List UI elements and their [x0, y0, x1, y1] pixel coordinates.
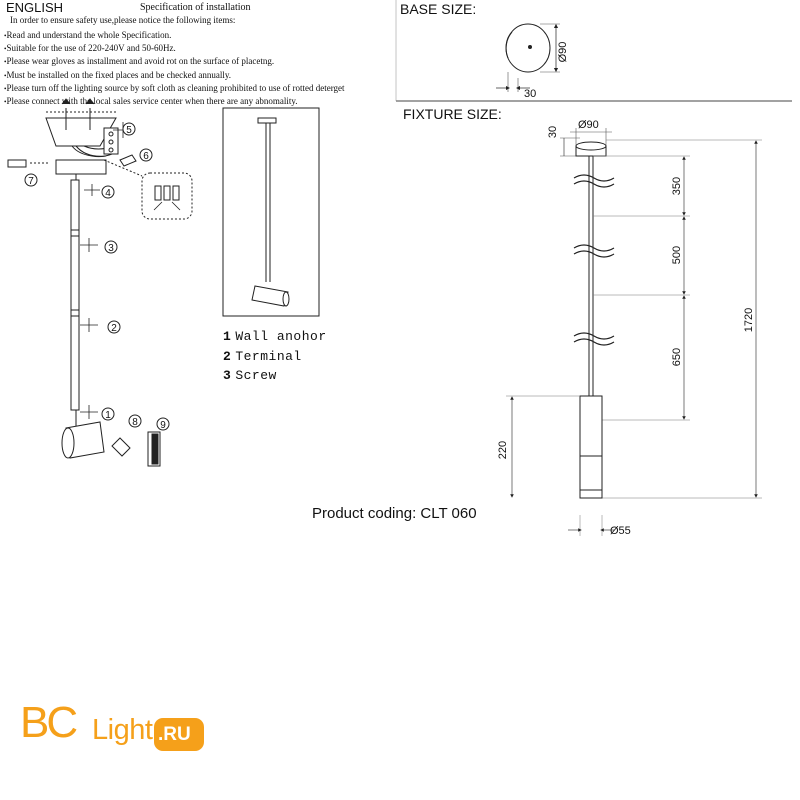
legend-number: 1 — [223, 329, 232, 344]
safety-notice: In order to ensure safety use,please not… — [10, 15, 236, 25]
instruction-item: Read and understand the whole Specificat… — [4, 29, 345, 42]
logo-light-text: Light — [92, 714, 153, 746]
language-label: ENGLISH — [6, 0, 64, 15]
spec-title: Specification of installation — [140, 2, 251, 13]
instruction-item: Suitable for the use of 220-240V and 50-… — [4, 42, 345, 55]
base-size-title: BASE SIZE: — [400, 1, 477, 17]
logo-ru-badge: .RU — [154, 718, 204, 751]
total-height-label: 1720 — [743, 308, 755, 332]
callout-number: 8 — [132, 417, 138, 428]
callout-number: 4 — [105, 188, 111, 199]
callout-number: 6 — [143, 151, 149, 162]
fixture-drawing: Ø90 30 350 — [497, 119, 762, 537]
legend-label: Terminal — [235, 348, 302, 364]
base-drawing: Ø90 30 — [496, 23, 569, 100]
instruction-item: Must be installed on the fixed places an… — [4, 69, 345, 82]
installation-diagram — [7, 98, 193, 467]
segment-label: 350 — [671, 177, 683, 195]
legend-number: 2 — [223, 348, 232, 364]
instruction-item: Please turn off the lighting source by s… — [4, 82, 344, 95]
callout-number: 1 — [105, 410, 111, 421]
instruction-list: Read and understand the whole Specificat… — [4, 29, 345, 108]
legend-number: 3 — [223, 368, 232, 383]
instruction-item: Please wear gloves as installment and av… — [4, 55, 345, 68]
product-illustration — [222, 107, 320, 317]
fixture-size-title: FIXTURE SIZE: — [403, 106, 502, 122]
callout-number: 2 — [111, 323, 117, 334]
base-height-label: 30 — [524, 88, 536, 100]
lamp-diameter-label: Ø55 — [610, 525, 631, 537]
callout-number: 3 — [108, 243, 114, 254]
callout-number: 7 — [28, 176, 34, 187]
lamp-height-label: 220 — [497, 441, 509, 459]
legend-label: Wall anohor — [235, 329, 327, 344]
segment-label: 650 — [671, 348, 683, 366]
callout-markers: 1 2 3 4 5 6 7 8 9 — [24, 122, 170, 431]
callout-number: 5 — [126, 125, 132, 136]
legend-label: Screw — [235, 368, 277, 383]
product-coding: Product coding: CLT 060 — [312, 505, 477, 522]
segment-label: 500 — [671, 246, 683, 264]
logo-bc-text: BC — [20, 698, 78, 747]
top-height-label: 30 — [547, 126, 559, 138]
top-diameter-label: Ø90 — [578, 119, 599, 131]
instruction-item: Please connect with the local sales serv… — [4, 95, 345, 108]
callout-number: 9 — [160, 420, 166, 431]
base-diameter-label: Ø90 — [557, 42, 569, 63]
